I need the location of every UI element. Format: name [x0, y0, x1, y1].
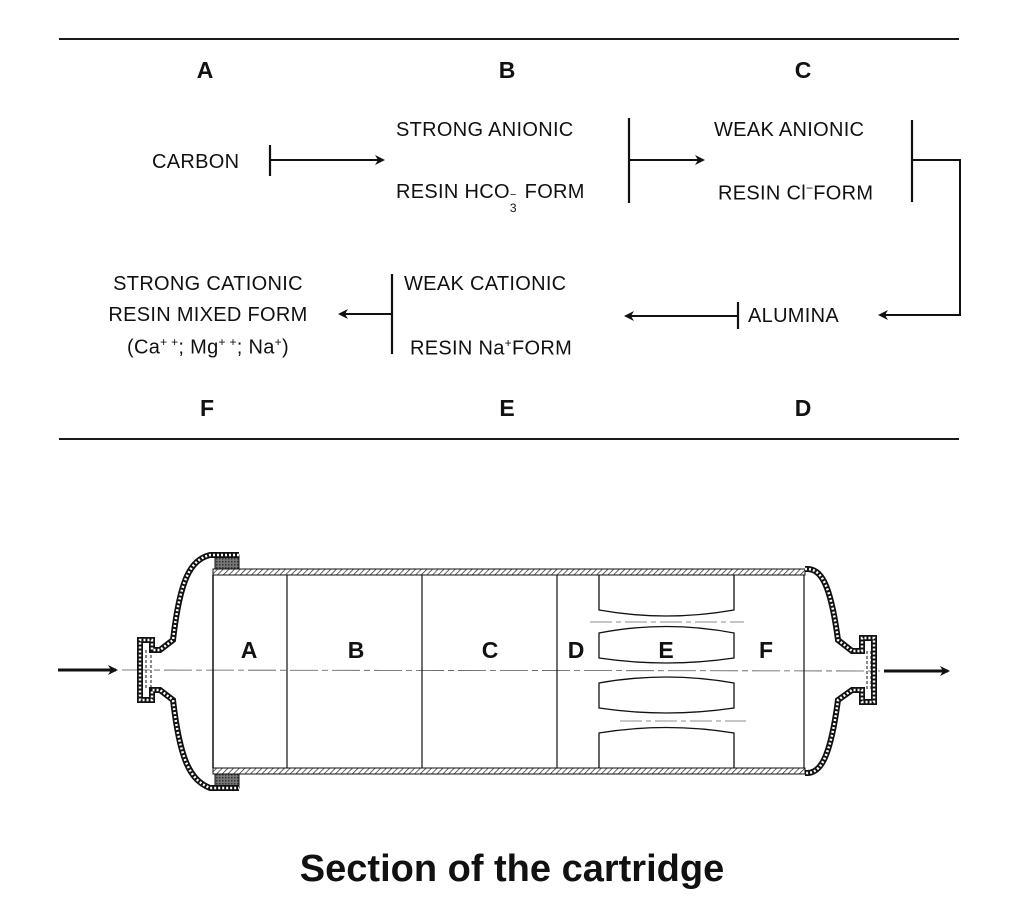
arrow-weak-cationic-to-strong-cationic — [338, 274, 394, 354]
cartridge-section-d: D — [567, 637, 585, 663]
stage-label-alumina: ALUMINA — [748, 305, 840, 327]
cartridge-section-b: B — [347, 637, 365, 663]
tube-bottom-wall — [212, 767, 806, 775]
stage-label-strong-anionic: STRONG ANIONIC — [396, 119, 574, 141]
bottom-divider — [59, 438, 959, 440]
stage-label-strong-cationic: STRONG CATIONIC — [113, 273, 303, 295]
stage-label-carbon: CARBON — [152, 151, 240, 173]
stage-letter-f: F — [199, 395, 215, 421]
arrow-weak-anionic-to-alumina — [878, 120, 961, 320]
left-cap — [137, 552, 239, 791]
figure-caption: Section of the cartridge — [299, 848, 725, 890]
top-divider — [59, 38, 959, 40]
cartridge-section-a: A — [240, 637, 258, 663]
centerline — [121, 669, 881, 672]
arrow-strong-anionic-to-weak-anionic — [627, 118, 705, 203]
cartridge-section-c: C — [481, 637, 499, 663]
stage-letter-a: A — [196, 57, 214, 83]
stage-letter-c: C — [794, 57, 812, 83]
alumina-baffles — [598, 575, 735, 768]
arrow-carbon-to-strong-anionic — [268, 145, 385, 176]
stage-label-resin-mixed: RESIN MIXED FORM — [108, 304, 308, 326]
cartridge-section-f: F — [758, 637, 774, 663]
cartridge-section-e: E — [658, 637, 674, 663]
stage-letter-e: E — [499, 395, 515, 421]
stage-letter-d: D — [794, 395, 812, 421]
tube-top-wall — [212, 568, 806, 576]
arrow-alumina-to-weak-cationic — [624, 302, 740, 329]
stage-label-resin-hco3: RESIN HCO−3 FORM — [396, 181, 585, 215]
stage-letter-b: B — [498, 57, 516, 83]
stage-label-resin-cl: RESIN Cl−FORM — [718, 181, 874, 205]
stage-label-ions: (Ca+ +; Mg+ +; Na+) — [127, 335, 289, 359]
cartridge-drawing — [58, 552, 950, 791]
stage-label-weak-cationic: WEAK CATIONIC — [404, 273, 567, 295]
stage-label-resin-na: RESIN Na+FORM — [410, 336, 573, 360]
stage-label-weak-anionic: WEAK ANIONIC — [714, 119, 865, 141]
